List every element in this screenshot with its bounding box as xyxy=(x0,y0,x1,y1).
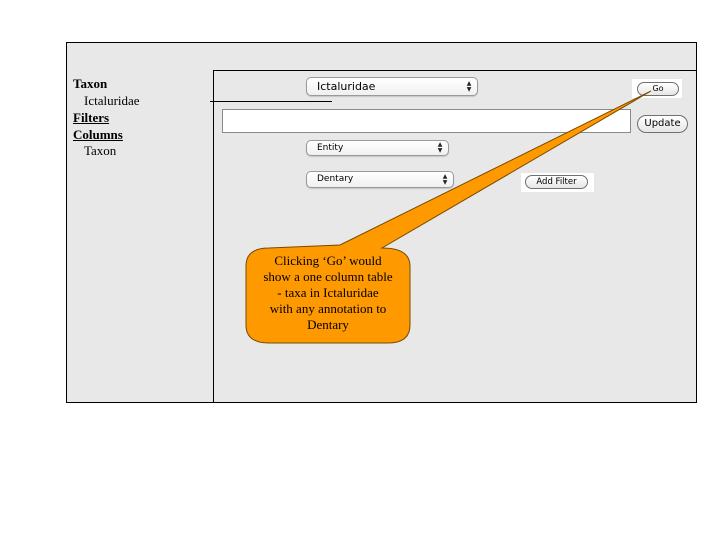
filter-type-select[interactable]: Entity ▲▼ xyxy=(306,140,449,156)
callout-line: Clicking ‘Go’ would xyxy=(274,253,382,268)
query-text-field[interactable] xyxy=(222,109,631,133)
top-bar xyxy=(67,43,696,71)
select-arrows-icon: ▲▼ xyxy=(442,172,448,186)
taxon-select-value: Ictaluridae xyxy=(317,80,376,93)
sidebar-filters-link[interactable]: Filters xyxy=(73,110,110,125)
filter-type-select-value: Entity xyxy=(317,143,344,153)
taxon-select[interactable]: Ictaluridae ▲▼ xyxy=(306,77,478,96)
select-arrows-icon: ▲▼ xyxy=(466,79,472,93)
add-filter-button[interactable]: Add Filter xyxy=(525,175,588,189)
select-arrows-icon: ▲▼ xyxy=(437,141,443,154)
sidebar xyxy=(67,70,214,402)
callout-line: - taxa in Ictaluridae xyxy=(277,285,379,300)
sidebar-columns-link[interactable]: Columns xyxy=(73,127,123,142)
callout-line: Dentary xyxy=(307,317,349,332)
callout-text: Clicking ‘Go’ would show a one column ta… xyxy=(238,253,418,333)
go-button[interactable]: Go xyxy=(637,82,679,96)
callout-line: with any annotation to xyxy=(269,301,387,316)
filter-value-select[interactable]: Dentary ▲▼ xyxy=(306,171,454,188)
sidebar-column-taxon: Taxon xyxy=(84,143,117,158)
sidebar-taxon-value: Ictaluridae xyxy=(84,93,140,108)
sidebar-taxon-header: Taxon xyxy=(73,76,108,91)
callout-line: show a one column table xyxy=(263,269,393,284)
update-button[interactable]: Update xyxy=(637,115,688,133)
filter-value-select-value: Dentary xyxy=(317,174,354,184)
divider-line xyxy=(210,101,332,102)
app-window xyxy=(66,42,697,403)
